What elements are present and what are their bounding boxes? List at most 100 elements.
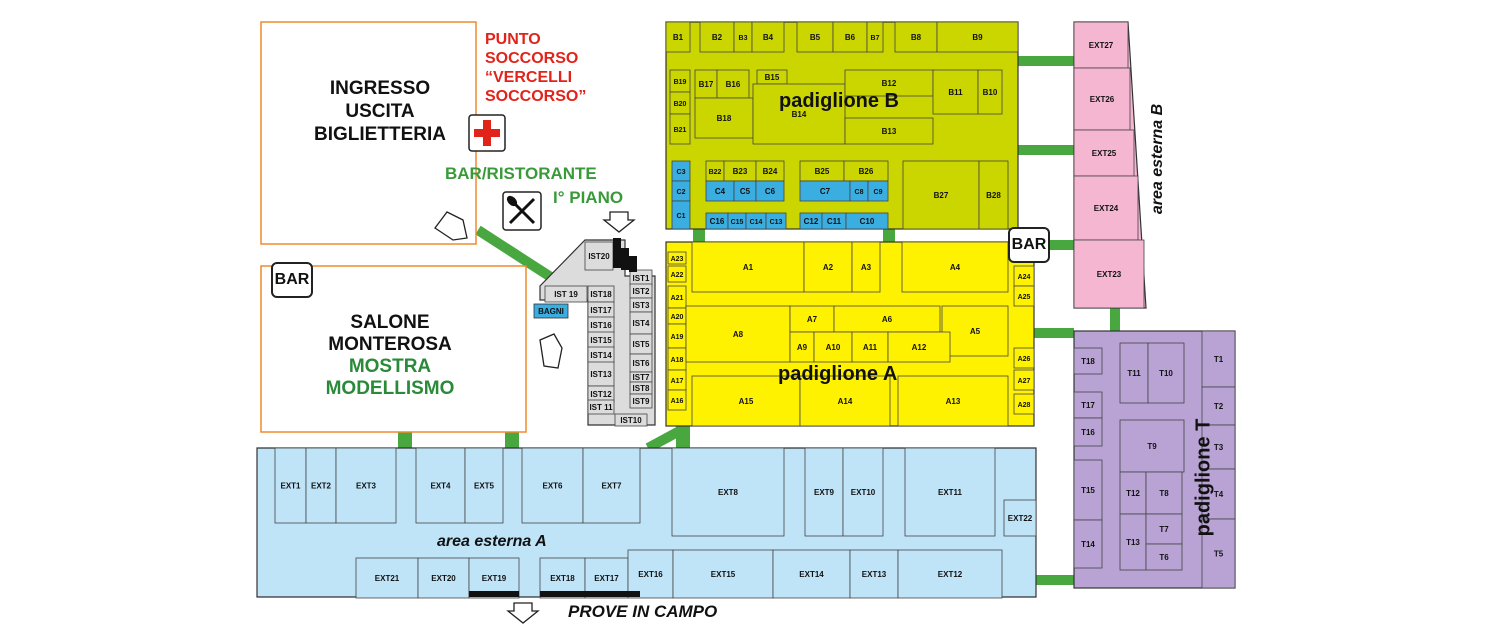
stand-a9[interactable]: A9 [789,331,815,363]
stand-a16[interactable]: A16 [667,389,687,411]
stand-a11[interactable]: A11 [851,331,889,363]
stand-a21[interactable]: A21 [667,285,687,309]
stand-c3[interactable]: C3 [671,160,691,182]
stand-ist3[interactable]: IST3 [629,297,653,313]
stand-c7[interactable]: C7 [799,180,851,202]
stand-ext25[interactable]: EXT25 [1073,129,1135,177]
stand-b2[interactable]: B2 [699,21,735,53]
stand-ist9[interactable]: IST9 [629,393,653,409]
stand-ext15[interactable]: EXT15 [672,549,774,599]
stand-ist20[interactable]: IST20 [584,241,614,271]
stand-c14[interactable]: C14 [745,212,767,230]
stand-b18[interactable]: B18 [694,97,754,139]
stand-a23[interactable]: A23 [667,251,687,265]
stand-a28[interactable]: A28 [1013,393,1035,415]
bagni[interactable]: BAGNI [533,303,569,319]
stand-ext16[interactable]: EXT16 [627,549,674,599]
stand-ext7[interactable]: EXT7 [582,447,641,524]
stand-t10[interactable]: T10 [1147,342,1185,404]
stand-ext10[interactable]: EXT10 [842,447,884,537]
stand-ext23[interactable]: EXT23 [1073,239,1145,309]
stand-b10[interactable]: B10 [977,69,1003,115]
stand-ext13[interactable]: EXT13 [849,549,899,599]
stand-b24[interactable]: B24 [755,160,785,182]
stand-ext6[interactable]: EXT6 [521,447,584,524]
stand-b26[interactable]: B26 [843,160,889,182]
stand-c9[interactable]: C9 [867,180,889,202]
stand-ist4[interactable]: IST4 [629,311,653,335]
stand-ext9[interactable]: EXT9 [804,447,844,537]
stand-b22[interactable]: B22 [705,160,725,182]
stand-ist8[interactable]: IST8 [629,381,653,395]
stand-ist15[interactable]: IST15 [587,331,615,349]
stand-c4[interactable]: C4 [705,180,735,202]
stand-c15[interactable]: C15 [727,212,747,230]
stand-t18[interactable]: T18 [1073,347,1103,375]
stand-ist14[interactable]: IST14 [587,346,615,364]
stand-a12[interactable]: A12 [887,331,951,363]
stand-b1[interactable]: B1 [665,21,691,53]
stand-b4[interactable]: B4 [751,21,785,53]
stand-c6[interactable]: C6 [755,180,785,202]
stand-c1[interactable]: C1 [671,200,691,230]
stand-a5[interactable]: A5 [941,305,1009,357]
stand-ext3[interactable]: EXT3 [335,447,397,524]
stand-a1[interactable]: A1 [691,241,805,293]
stand-c8[interactable]: C8 [849,180,869,202]
stand-ext5[interactable]: EXT5 [464,447,504,524]
stand-b7[interactable]: B7 [866,21,884,53]
stand-b3[interactable]: B3 [733,21,753,53]
stand-a26[interactable]: A26 [1013,347,1035,369]
stand-t11[interactable]: T11 [1119,342,1149,404]
stand-b28[interactable]: B28 [978,160,1009,230]
stand-a6[interactable]: A6 [833,305,941,333]
stand-ext8[interactable]: EXT8 [671,447,785,537]
stand-a22[interactable]: A22 [667,265,687,283]
stand-a2[interactable]: A2 [803,241,853,293]
stand-b19[interactable]: B19 [669,69,691,93]
stand-a20[interactable]: A20 [667,307,687,325]
stand-b17[interactable]: B17 [694,69,718,99]
stand-ist7[interactable]: IST7 [629,371,653,383]
stand-ist10[interactable]: IST10 [614,413,648,427]
stand-a3[interactable]: A3 [851,241,881,293]
stand-b9[interactable]: B9 [936,21,1019,53]
stand-ist18[interactable]: IST18 [587,285,615,303]
stand-t7[interactable]: T7 [1145,513,1183,545]
stand-ist13[interactable]: IST13 [587,361,615,387]
stand-b27[interactable]: B27 [902,160,980,230]
stand-b13[interactable]: B13 [844,117,934,145]
stand-t15[interactable]: T15 [1073,459,1103,521]
stand-ext14[interactable]: EXT14 [772,549,851,599]
stand-a8[interactable]: A8 [685,305,791,363]
stand-c2[interactable]: C2 [671,180,691,202]
stand-c10[interactable]: C10 [845,212,889,230]
stand-ext2[interactable]: EXT2 [305,447,337,524]
stand-ext27[interactable]: EXT27 [1073,21,1129,69]
stand-t14[interactable]: T14 [1073,519,1103,569]
stand-a13[interactable]: A13 [897,375,1009,427]
stand-a15[interactable]: A15 [691,375,801,427]
stand-b11[interactable]: B11 [932,69,979,115]
stand-ext12[interactable]: EXT12 [897,549,1003,599]
stand-t17[interactable]: T17 [1073,391,1103,419]
stand-c13[interactable]: C13 [765,212,787,230]
stand-ist5[interactable]: IST5 [629,333,653,355]
stand-b12[interactable]: B12 [844,69,934,97]
stand-ext4[interactable]: EXT4 [415,447,466,524]
stand-ext24[interactable]: EXT24 [1073,175,1139,241]
stand-b15[interactable]: B15 [756,69,788,85]
stand-b25[interactable]: B25 [799,160,845,182]
stand-t1[interactable]: T1 [1201,330,1236,388]
stand-b6[interactable]: B6 [832,21,868,53]
stand-t3[interactable]: T3 [1201,424,1236,470]
stand-b21[interactable]: B21 [669,113,691,145]
stand-a7[interactable]: A7 [789,305,835,333]
stand-b8[interactable]: B8 [894,21,938,53]
stand-b20[interactable]: B20 [669,91,691,115]
stand-ist17[interactable]: IST17 [587,301,615,319]
stand-c5[interactable]: C5 [733,180,757,202]
stand-t9[interactable]: T9 [1119,419,1185,473]
stand-ist2[interactable]: IST2 [629,283,653,299]
stand-b14[interactable]: B14 [752,83,846,145]
